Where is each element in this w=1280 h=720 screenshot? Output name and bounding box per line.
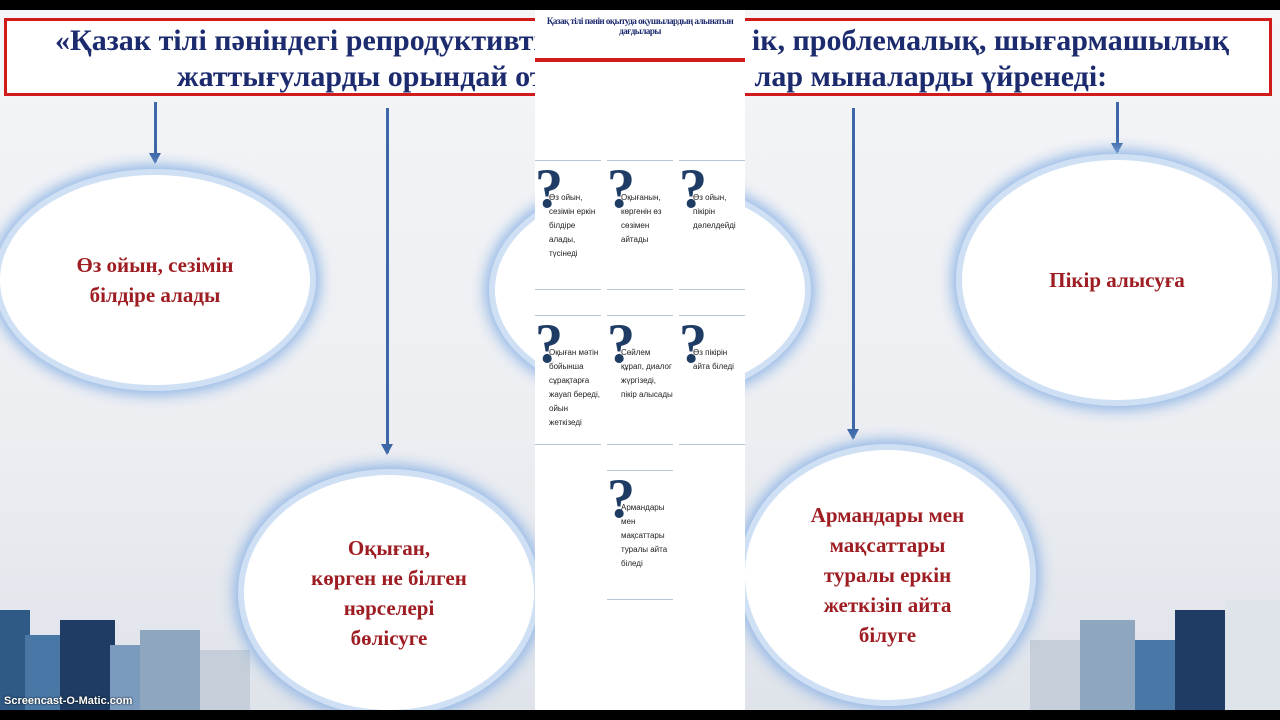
card-text: Өз ойын, пікірін дәлелдейді [693, 193, 736, 230]
ellipse-text-5: Пікір алысуға [1049, 268, 1185, 292]
card-text: Оқыған мәтін бойынша сұрақтарға жауап бе… [549, 348, 600, 427]
card-text: Өз ойын, сезімін еркін білдіре алады, тү… [549, 193, 596, 258]
ellipse-text-1: Өз ойын, сезімін білдіре алады [76, 253, 234, 307]
question-card: ? Өз ойын, сезімін еркін білдіре алады, … [535, 160, 601, 290]
arrow-4 [1111, 102, 1123, 154]
question-card: ? Өз пікірін айта біледі [679, 315, 745, 445]
title-line2b: лар мыналарды үйренеді: [754, 60, 1108, 93]
question-mark-icon: ? [607, 470, 635, 530]
question-card: ? Оқығанын, көргенін өз сөзімен айтады [607, 160, 673, 290]
question-card: ? Өз ойын, пікірін дәлелдейді [679, 160, 745, 290]
question-card: ? Армандары мен мақсаттары туралы айта б… [607, 470, 673, 600]
question-mark-icon: ? [535, 160, 563, 220]
ellipse-text-4: Армандары мен мақсаттары туралы еркін же… [810, 503, 965, 647]
question-mark-icon: ? [607, 160, 635, 220]
arrow-1 [149, 102, 161, 164]
question-mark-icon: ? [535, 315, 563, 375]
card-text: Сөйлем құрап, диалог жүргізеді, пікір ал… [621, 348, 673, 399]
title-line1b: ік, проблемалық, шығармашылық [751, 24, 1230, 57]
card-text: Армандары мен мақсаттары туралы айта біл… [621, 503, 668, 568]
overlay-title: Қазақ тілі пәнін оқытуда оқушылардың алы… [546, 16, 734, 36]
overlay-footer: Screencast [535, 702, 566, 708]
slide-title: «Қазак тілі пәніндегі репродуктивті ік, п… [17, 23, 1267, 95]
ellipse-exchange-opinions: Пікір алысуға [962, 160, 1272, 400]
card-text: Оқығанын, көргенін өз сөзімен айтады [621, 193, 662, 244]
screencast-watermark: Screencast-O-Matic.com [4, 695, 133, 707]
title-line2: жаттығуларды орындай от [176, 60, 545, 93]
question-mark-icon: ? [679, 315, 707, 375]
ellipse-express-feelings: Өз ойын, сезімін білдіре алады [0, 175, 310, 385]
card-text: Өз пікірін айта біледі [693, 348, 734, 371]
title-line1: «Қазак тілі пәніндегі репродуктивті [54, 24, 542, 57]
ellipse-text-2: Оқыған, көрген не білген нәрселері бөліс… [311, 535, 467, 650]
overlay-slide-panel: Қазақ тілі пәнін оқытуда оқушылардың алы… [535, 10, 745, 710]
arrow-3 [847, 108, 859, 440]
arrow-2 [381, 108, 393, 455]
question-card: ? Сөйлем құрап, диалог жүргізеді, пікір … [607, 315, 673, 445]
ellipse-dreams-goals: Армандары мен мақсаттары туралы еркін же… [745, 450, 1030, 700]
question-mark-icon: ? [679, 160, 707, 220]
question-mark-icon: ? [607, 315, 635, 375]
overlay-red-line [535, 58, 745, 62]
question-card: ? Оқыған мәтін бойынша сұрақтарға жауап … [535, 315, 601, 445]
ellipse-share-knowledge: Оқыған, көрген не білген нәрселері бөліс… [244, 475, 534, 710]
